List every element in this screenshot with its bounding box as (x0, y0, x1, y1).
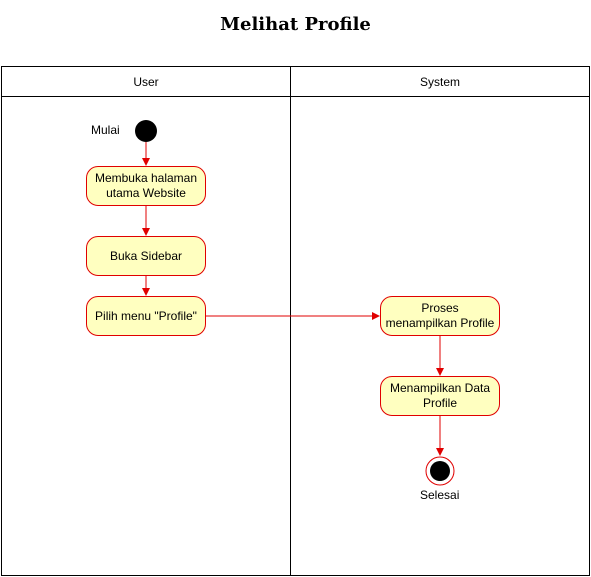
end-node-core (430, 461, 450, 481)
diagram-title: Melihat Profile (220, 14, 371, 35)
end-label: Selesai (420, 488, 460, 502)
action-display-profile-data: Menampilkan Data Profile (380, 376, 500, 416)
start-node (135, 120, 157, 142)
action-open-sidebar: Buka Sidebar (86, 236, 206, 276)
action-process-display-profile: Proses menampilkan Profile (380, 296, 500, 336)
action-open-homepage: Membuka halaman utama Website (86, 166, 206, 206)
action-choose-profile-menu: Pilih menu "Profile" (86, 296, 206, 336)
start-label: Mulai (91, 123, 120, 137)
lane-system (290, 96, 590, 576)
